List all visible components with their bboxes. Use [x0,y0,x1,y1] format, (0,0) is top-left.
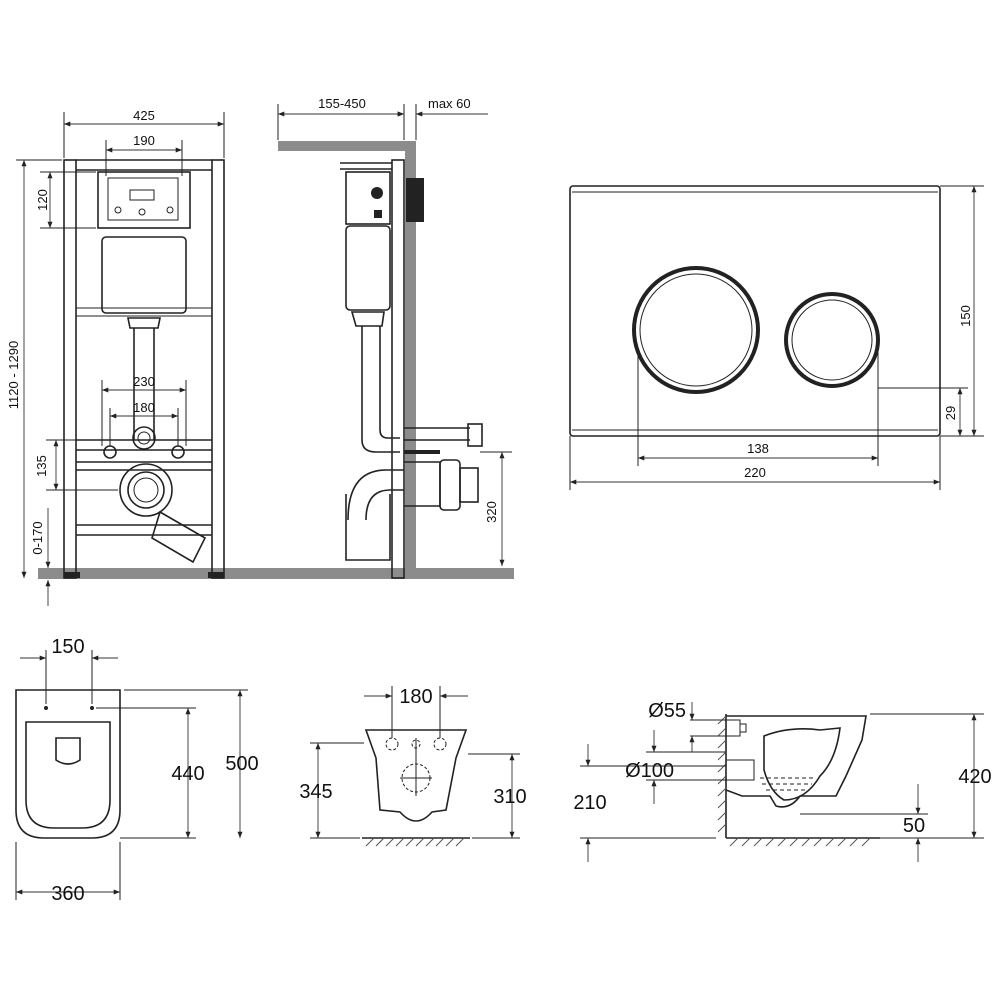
bowl-front-outline [364,729,468,822]
flush-mechanism-box [107,177,179,221]
dim-button-offset: 29 [943,406,958,420]
water-inlet [132,426,156,450]
mounting-bolt-right [171,445,185,459]
bowl-interior [763,727,841,801]
frame-front-view: 425 190 120 1120 - 1290 230 180 135 0-17… [6,108,514,606]
bowl-side-view: Ø55 Ø100 210 420 50 [573,700,992,862]
dim-wall-range: 155-450 [318,96,366,111]
dim-outlet-diameter: Ø100 [625,760,674,782]
wall-back [405,141,416,577]
dim-water-depth: 50 [903,815,925,837]
mounting-bolt-left [103,445,117,459]
dim-max-depth: max 60 [428,96,471,111]
dim-outlet-height: 135 [34,455,49,477]
flush-button-large [632,266,760,394]
flush-plate-side [406,178,424,222]
dim-spacing-inner: 180 [133,400,155,415]
dim-bowl-width: 360 [51,883,84,905]
dim-foot-range: 0-170 [30,521,45,554]
dim-buttons-span: 138 [747,441,769,456]
flush-plate-frame [97,171,191,229]
frame-side-view: 155-450 max 60 320 [277,96,514,579]
dim-plate-width: 190 [133,133,155,148]
dim-inlet-diameter: Ø55 [648,700,686,722]
bowl-seat [25,721,111,829]
side-drain-pipe [345,494,391,561]
frame-left-upright [63,159,77,579]
wall-top [278,141,416,151]
floor-side [278,568,514,578]
dim-seat-length: 440 [171,763,204,785]
cistern [101,236,187,314]
dim-front-height-inner: 310 [493,786,526,808]
bowl-side-outline [725,715,867,808]
dim-stud-spacing: 180 [399,686,432,708]
frame-right-upright [211,159,225,579]
flush-button-small [784,292,880,388]
drain-outlet [119,463,173,517]
dim-plate-height: 120 [35,189,50,211]
floor-line [38,568,514,579]
bowl-front-view: 180 345 310 [299,686,527,847]
side-mechanism [345,171,391,225]
bowl-top-outline [15,689,121,839]
dim-front-height-outer: 345 [299,781,332,803]
dim-bowl-height: 420 [958,766,991,788]
dim-plate-h: 150 [958,305,973,327]
dim-side-outlet-height: 320 [484,501,499,523]
flush-plate [569,185,941,437]
dim-bowl-length: 500 [225,753,258,775]
dim-frame-width: 425 [133,108,155,123]
drain-elbow [151,510,207,564]
dim-plate-w: 220 [744,465,766,480]
flush-plate-view: 150 29 138 220 [569,185,984,490]
bowl-top-view: 150 440 500 360 [15,636,259,905]
dim-side-outlet-height: 210 [573,792,606,814]
dim-frame-height: 1120 - 1290 [6,341,21,409]
side-cistern [345,225,391,311]
dim-hole-spacing: 150 [51,636,84,658]
dim-spacing-outer: 230 [133,374,155,389]
